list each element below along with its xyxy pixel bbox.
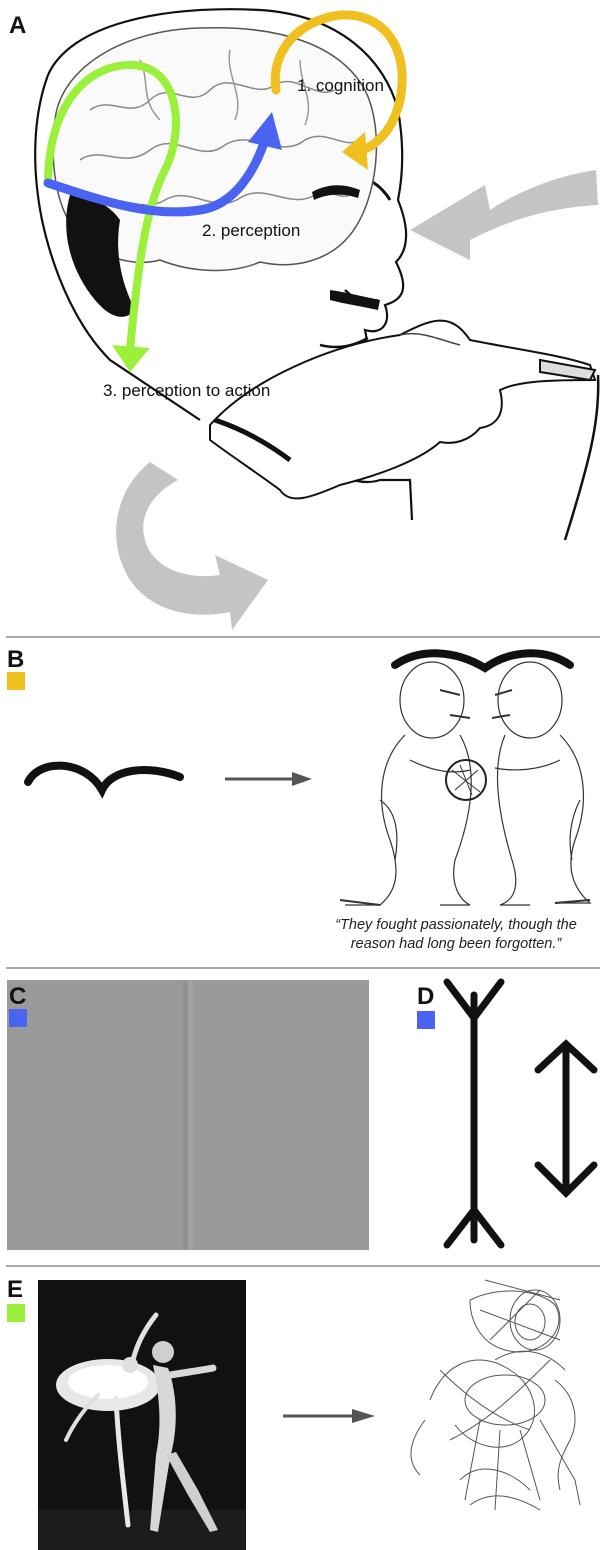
dark-arrow-e (283, 1409, 375, 1423)
scribble-drawing-icon (411, 1280, 580, 1510)
